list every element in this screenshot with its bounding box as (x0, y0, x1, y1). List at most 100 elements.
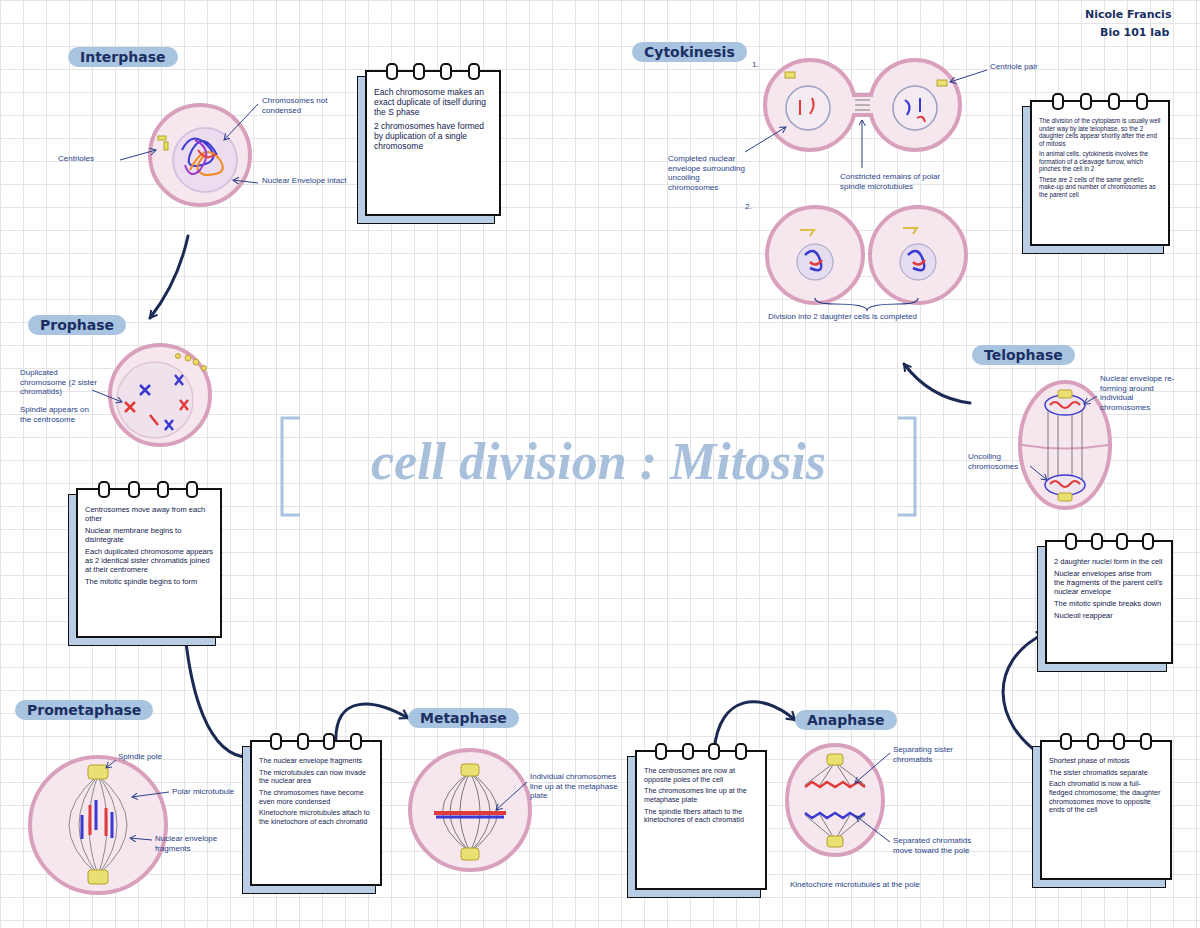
anaphase-leaders-part (855, 753, 890, 783)
notepad-ring (1142, 533, 1154, 550)
cycle-arrow (714, 702, 795, 750)
telophase-cell-part (1020, 382, 1110, 508)
notepad: The division of the cytoplasm is usually… (1030, 100, 1170, 246)
notepad-ring (157, 481, 169, 498)
metaphase-cell-part (461, 764, 479, 776)
anaphase-cell (787, 745, 883, 855)
anaphase-cell-part (805, 762, 865, 840)
notepad: The centrosomes are now at opposite pole… (635, 750, 767, 890)
callout-label: Kinetochore microtubules at the pole (790, 880, 930, 890)
callout-label: Centrioles (58, 154, 120, 164)
phase-heading: Cytokinesis (632, 42, 747, 62)
telophase-cell-part (1045, 475, 1085, 495)
note-text: Shortest phase of mitosis (1049, 757, 1163, 766)
notepad-ring (1065, 533, 1077, 550)
interphase-leaders-part (224, 104, 258, 140)
cytokinesis-cells-2-part (797, 244, 833, 280)
prometaphase-leaders-part (130, 838, 152, 840)
heading-text: Prometaphase (27, 702, 141, 718)
cytokinesis-cells-1-part (800, 98, 814, 115)
callout-label: Separated chromatids move toward the pol… (893, 836, 993, 855)
interphase-cell-part (185, 140, 206, 174)
prometaphase-cell-part (88, 870, 108, 884)
note-text: Kinetochore microtubules attach to the k… (259, 809, 373, 826)
notepad-ring (350, 733, 362, 750)
cytokinesis-cells-1-part (785, 72, 795, 78)
callout-label: Centriole pair (990, 62, 1060, 72)
heading-text: Telophase (984, 347, 1063, 363)
cytokinesis-cells-2-part (800, 228, 917, 236)
interphase-leaders-part (233, 180, 258, 183)
prometaphase-leaders (106, 760, 169, 840)
notepad-ring (682, 743, 694, 760)
callout-label: 1. (752, 60, 772, 70)
note-text: In animal cells, cytokinesis involves th… (1039, 150, 1161, 173)
interphase-cell-part (164, 142, 168, 150)
prophase-cell-part (110, 345, 210, 445)
anaphase-cell-part (805, 813, 865, 818)
note-text: The mitotic spindle begins to form (85, 577, 213, 586)
cytokinesis-cells-2 (767, 207, 966, 310)
phase-heading: Telophase (972, 345, 1075, 365)
metaphase-cell-part (461, 848, 479, 860)
callout-label: Individual chromosomes line up at the me… (530, 772, 625, 801)
anaphase-leaders-part (856, 816, 890, 842)
notepad: Shortest phase of mitosisThe sister chro… (1040, 740, 1172, 880)
cytokinesis-cells-1-part (765, 60, 855, 150)
cycle-arrows-part (904, 364, 970, 403)
note-text: The sister chromatids separate (1049, 769, 1163, 778)
cycle-arrow (336, 704, 408, 740)
cytokinesis-cells-1-part (893, 86, 937, 130)
notepad-ring (413, 63, 425, 80)
cycle-arrows-part (150, 236, 188, 318)
interphase-cell-part (158, 136, 166, 140)
note-text: Nucleoli reappear (1054, 611, 1164, 620)
cycle-arrow (186, 638, 251, 758)
interphase-cell-part (198, 150, 216, 157)
note-text: The mitotic spindle breaks down (1054, 599, 1164, 608)
notepad-ring (186, 481, 198, 498)
interphase-cell-part (150, 105, 250, 205)
notepad-ring (1052, 93, 1064, 110)
telophase-cell (1020, 382, 1110, 508)
title: cell division : Mitosis (282, 432, 915, 491)
note-text: Nuclear envelopes arise from the fragmen… (1054, 569, 1164, 596)
phase-heading: Interphase (68, 47, 178, 67)
telophase-cell-part (1022, 445, 1108, 449)
notepad-ring (297, 733, 309, 750)
anaphase-cell-part (827, 754, 843, 765)
notepad-ring (655, 743, 667, 760)
cytokinesis-leaders-part (950, 70, 987, 82)
prometaphase-leaders-part (132, 792, 169, 797)
metaphase-cell-part (436, 816, 504, 819)
prometaphase-cell-part (88, 765, 108, 779)
notepad-ring (386, 63, 398, 80)
note-text: Centrosomes move away from each other (85, 505, 213, 523)
anaphase-cell-part (787, 745, 883, 855)
prophase-cell-part (117, 362, 193, 438)
interphase-cell (150, 105, 250, 205)
notepad-ring (128, 481, 140, 498)
callout-label: Polar microtubule (172, 787, 247, 797)
note-text: 2 daughter nuclei form in the cell (1054, 557, 1164, 566)
cytokinesis-cells-1-part (852, 95, 873, 115)
prometaphase-cell-part (69, 775, 127, 875)
notepad-ring (1140, 733, 1152, 750)
callout-label: Constricted remains of polar spindle mic… (840, 172, 965, 191)
phase-heading: Prophase (28, 315, 126, 335)
author-note: Nicole Francis (1085, 8, 1171, 21)
cytokinesis-cells-1-part (855, 100, 870, 110)
prometaphase-cell (30, 757, 166, 893)
cytokinesis-cells-1-part (905, 98, 920, 115)
anaphase-cell-part (827, 836, 843, 847)
cytokinesis-cells-2-part (805, 251, 924, 270)
note-text: The chromosomes have become even more co… (259, 789, 373, 806)
phase-heading: Anaphase (795, 710, 897, 730)
prophase-cell-part (176, 354, 207, 371)
callout-label: Division into 2 daughter cells is comple… (768, 312, 998, 322)
note-text: Each chromosome makes an exact duplicate… (374, 87, 492, 118)
prometaphase-cell-part (30, 757, 166, 893)
metaphase-cell (410, 750, 530, 870)
cytokinesis-cells-1-part (786, 86, 830, 130)
cytokinesis-cells-1-part (937, 80, 947, 86)
